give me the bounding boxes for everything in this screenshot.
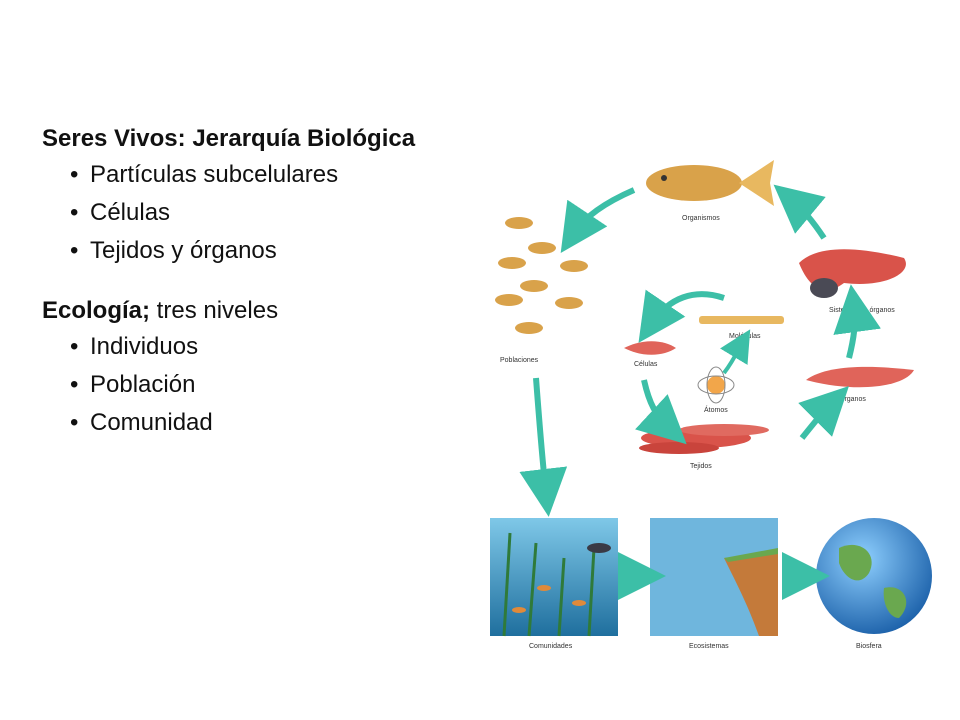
list-item: Tejidos y órganos	[70, 232, 472, 270]
heading-jerarquia: Seres Vivos: Jerarquía Biológica	[42, 125, 416, 152]
community-panel	[490, 518, 618, 637]
label-tejidos: Tejidos	[690, 463, 712, 470]
atom-icon	[697, 366, 735, 404]
list-item: Individuos	[70, 328, 472, 366]
list-item: Células	[70, 194, 472, 232]
cell-icon	[624, 341, 676, 355]
label-organismos: Organismos	[682, 215, 720, 222]
list-item: Partículas subcelulares	[70, 156, 472, 194]
organ-icon	[806, 366, 914, 388]
list-ecologia: Individuos Población Comunidad	[42, 328, 472, 442]
tissue-icon	[639, 424, 769, 454]
biological-hierarchy-figure: Organismos Sistemas de órganos Órganos T…	[484, 148, 944, 658]
list-item: Población	[70, 366, 472, 404]
organ-system-icon	[799, 249, 906, 298]
label-biosfera: Biosfera	[856, 643, 882, 650]
arrow	[560, 187, 636, 253]
arrow	[519, 377, 568, 517]
arrow	[720, 329, 751, 375]
heading-ecologia: Ecología; tres niveles	[42, 297, 279, 324]
label-comunidades: Comunidades	[529, 643, 573, 650]
globe-icon	[816, 518, 932, 634]
label-sistemas: Sistemas de órganos	[829, 307, 895, 314]
label-ecosistemas: Ecosistemas	[689, 643, 729, 650]
list-item: Comunidad	[70, 404, 472, 442]
label-moleculas: Moléculas	[729, 333, 761, 340]
arrow	[638, 289, 725, 343]
molecule-icon	[699, 316, 784, 324]
slide-text: Seres Vivos: Jerarquía Biológica Partícu…	[42, 122, 472, 442]
label-atomos: Átomos	[704, 405, 728, 414]
label-celulas: Células	[634, 361, 658, 368]
arrow	[798, 386, 849, 440]
fish-organism-icon	[646, 160, 774, 206]
list-jerarquia: Partículas subcelulares Células Tejidos …	[42, 156, 472, 270]
arrow	[635, 379, 687, 445]
arrow	[773, 184, 827, 240]
label-poblaciones: Poblaciones	[500, 357, 539, 364]
ecosystem-panel	[650, 518, 778, 636]
label-organos: Órganos	[839, 394, 866, 403]
fish-population-icon	[495, 217, 588, 334]
arrow	[833, 284, 881, 359]
